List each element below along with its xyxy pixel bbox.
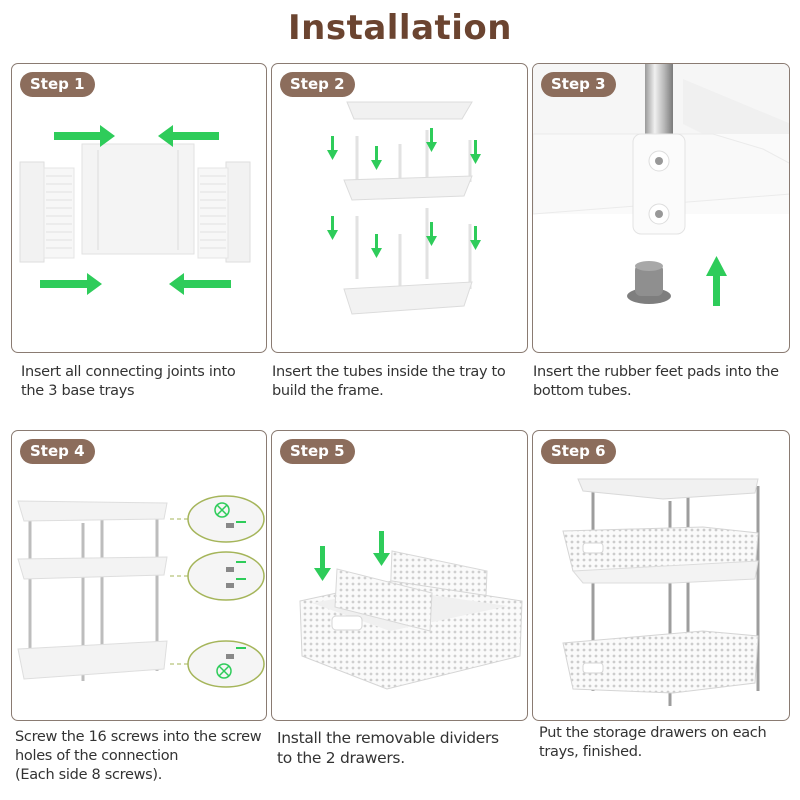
step-6-caption: Put the storage drawers on each trays, f… — [539, 725, 767, 760]
right-joint-icon — [197, 161, 251, 263]
step-2-panel: Step 2 — [271, 63, 528, 353]
step-1-badge: Step 1 — [20, 72, 95, 97]
step-2-badge: Step 2 — [280, 72, 355, 97]
step-1-illustration — [19, 125, 251, 295]
step-1-caption: Insert all connecting joints into the 3 … — [21, 364, 236, 399]
page-title: Installation — [287, 8, 512, 48]
step-3-panel: Step 3 — [532, 63, 790, 353]
screw-callout-icon — [187, 495, 265, 543]
step-4-illustration — [17, 495, 265, 688]
step-6-panel: Step 6 — [532, 430, 790, 721]
step-6-badge: Step 6 — [541, 439, 616, 464]
steel-tube-icon — [645, 64, 673, 139]
up-arrow-icon — [706, 256, 727, 306]
step-3-caption: Insert the rubber feet pads into the bot… — [533, 364, 779, 399]
step-5-badge: Step 5 — [280, 439, 355, 464]
down-arrows-icon — [327, 128, 481, 258]
step-3-illustration — [533, 64, 789, 306]
step-5-panel: Step 5 — [271, 430, 528, 721]
step-2-illustration — [327, 101, 481, 315]
green-arrows-icon — [40, 125, 231, 295]
rubber-foot-icon — [627, 261, 671, 304]
screw-callout-icon — [187, 640, 265, 688]
step-2-caption: Insert the tubes inside the tray to buil… — [272, 364, 506, 399]
step-3-badge: Step 3 — [541, 72, 616, 97]
step-6-illustration — [562, 478, 760, 706]
step-4-caption: Screw the 16 screws into the screw holes… — [15, 729, 262, 783]
screw-callout-icon — [187, 551, 265, 601]
handle-icon — [331, 615, 363, 631]
left-joint-icon — [19, 161, 75, 263]
step-1-panel: Step 1 — [11, 63, 267, 353]
step-4-badge: Step 4 — [20, 439, 95, 464]
step-5-illustration — [299, 531, 523, 690]
step-5-caption: Install the removable dividers to the 2 … — [277, 729, 499, 767]
step-4-panel: Step 4 — [11, 430, 267, 721]
down-arrows-icon — [314, 531, 390, 581]
